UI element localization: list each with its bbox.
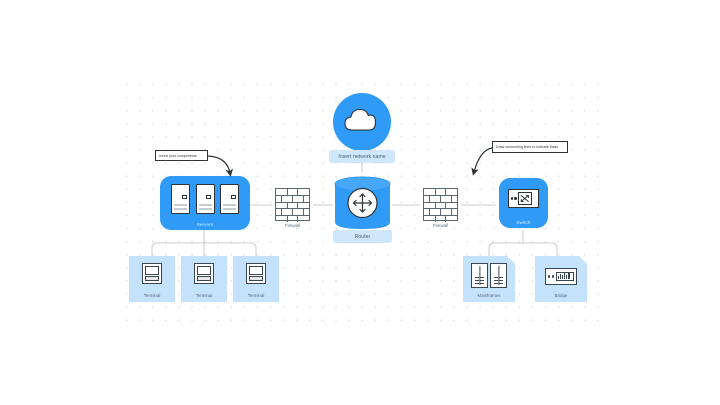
mainframe-cabinet-icon (471, 263, 488, 288)
server-tower-icon[interactable] (220, 184, 239, 214)
terminal-label: Terminal (143, 293, 161, 298)
brick-wall-icon (275, 188, 310, 222)
server-indicator (230, 194, 236, 200)
switch-port-dots (510, 197, 517, 200)
mainframes-label: Mainframes (477, 293, 501, 298)
server-indicator (181, 194, 187, 200)
mainframe-cabinet-icon (490, 263, 507, 288)
router-cylinder-icon (334, 176, 391, 229)
bridge-label: Bridge (554, 293, 568, 298)
terminal-node[interactable]: Terminal (233, 256, 279, 302)
server-tower-icon[interactable] (171, 184, 190, 214)
server-bar (198, 203, 212, 206)
folded-corner (507, 256, 515, 264)
terminal-node[interactable]: Terminal (181, 256, 227, 302)
callout-components[interactable]: Insert your components (155, 150, 208, 161)
server-bar (223, 203, 236, 206)
router-label-text: Router (354, 233, 371, 240)
callout-components-text: Insert your components (159, 153, 197, 158)
switch-group[interactable]: Switch (499, 178, 548, 228)
firewall-left[interactable] (275, 188, 310, 222)
server-bar (174, 203, 187, 206)
firewall-right[interactable] (423, 188, 458, 222)
keyboard (197, 275, 211, 281)
terminal-computer-icon (142, 263, 162, 284)
network-cloud[interactable] (332, 92, 392, 152)
switch-crossing-arrows-icon (518, 192, 533, 205)
server-indicator (206, 194, 211, 200)
folded-corner (579, 256, 587, 264)
servers-group-label: Servers (196, 222, 214, 227)
network-name-text: Insert network name (338, 153, 386, 160)
network-bridge-icon (545, 268, 577, 285)
callout-flows-text: Draw connecting lines to indicate flows (496, 145, 559, 149)
bridge-port-dots (548, 275, 554, 278)
servers-group[interactable]: Servers (160, 176, 250, 230)
brick-wall-icon (423, 188, 458, 222)
monitor-screen (249, 266, 263, 275)
switch-group-label: Switch (516, 220, 531, 225)
terminal-label: Terminal (195, 293, 213, 298)
keyboard (249, 275, 263, 281)
server-tower-icon[interactable] (195, 184, 215, 214)
bridge-signal-bars (555, 271, 574, 282)
cloud-icon (333, 93, 391, 151)
bridge-node[interactable]: Bridge (535, 256, 587, 302)
terminal-computer-icon (246, 263, 266, 284)
mainframes-node[interactable]: Mainframes (463, 256, 515, 302)
terminal-computer-icon (194, 263, 214, 284)
monitor-screen (197, 266, 211, 275)
router-label[interactable]: Router (333, 230, 392, 243)
terminal-label: Terminal (247, 293, 265, 298)
callout-flows[interactable]: Draw connecting lines to indicate flows (492, 141, 568, 153)
keyboard (145, 275, 159, 281)
server-bar (198, 207, 212, 210)
network-switch-icon[interactable] (508, 189, 539, 208)
server-bar (174, 207, 187, 210)
network-name-label[interactable]: Insert network name (329, 150, 395, 163)
router-node[interactable] (333, 175, 392, 231)
server-bar (223, 207, 236, 210)
terminal-node[interactable]: Terminal (129, 256, 175, 302)
monitor-screen (145, 266, 159, 275)
